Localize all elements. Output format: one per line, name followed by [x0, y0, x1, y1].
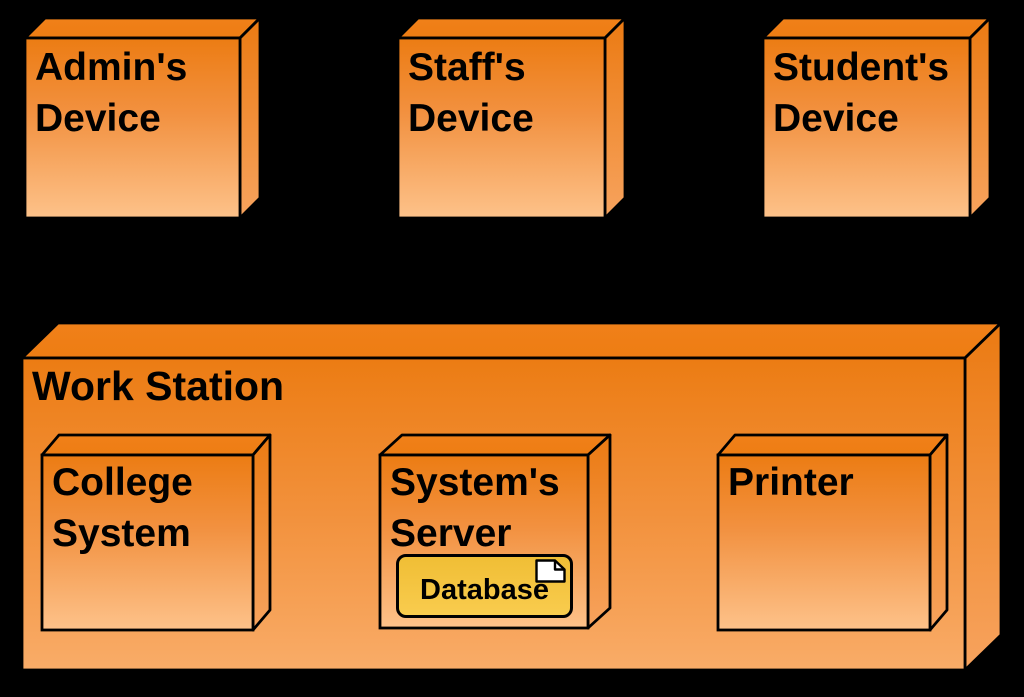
node-front-face [40, 453, 255, 632]
node-top-face [716, 433, 949, 457]
node-admins-device: Admin's Device [23, 16, 262, 220]
node-side-face [603, 16, 627, 220]
node-front-face [716, 453, 932, 632]
artifact-label-database: Database [420, 574, 549, 606]
node-label-admins-device: Admin's Device [35, 46, 188, 140]
node-students-device: Student's Device [761, 16, 992, 220]
node-staffs-device: Staff's Device [396, 16, 627, 220]
node-printer-shape [716, 433, 949, 632]
node-front-face [23, 36, 242, 220]
node-side-face [586, 433, 612, 630]
node-label-printer: Printer [728, 461, 854, 504]
node-side-face [928, 433, 949, 632]
node-side-face [238, 16, 262, 220]
node-top-face [378, 433, 612, 457]
node-label-work-station: Work Station [32, 363, 285, 409]
node-top-face [396, 16, 627, 40]
artifact-database: Database [396, 554, 573, 618]
node-top-face [23, 16, 262, 40]
node-top-face [761, 16, 992, 40]
node-top-face [40, 433, 272, 457]
node-students-device-shape [761, 16, 992, 220]
node-admins-device-shape [23, 16, 262, 220]
node-label-college-system: College System [52, 461, 193, 555]
node-side-face [968, 16, 992, 220]
node-printer: Printer [716, 433, 949, 632]
node-front-face [761, 36, 972, 220]
node-label-systems-server: System's Server [390, 461, 560, 555]
node-side-face [963, 321, 1003, 672]
node-front-face [396, 36, 607, 220]
node-label-students-device: Student's Device [773, 46, 950, 140]
node-college-system-shape [40, 433, 272, 632]
node-college-system: College System [40, 433, 272, 632]
node-label-staffs-device: Staff's Device [408, 46, 534, 140]
node-staffs-device-shape [396, 16, 627, 220]
artifact-document-icon [535, 559, 566, 583]
node-top-face [20, 321, 1003, 360]
node-side-face [251, 433, 272, 632]
